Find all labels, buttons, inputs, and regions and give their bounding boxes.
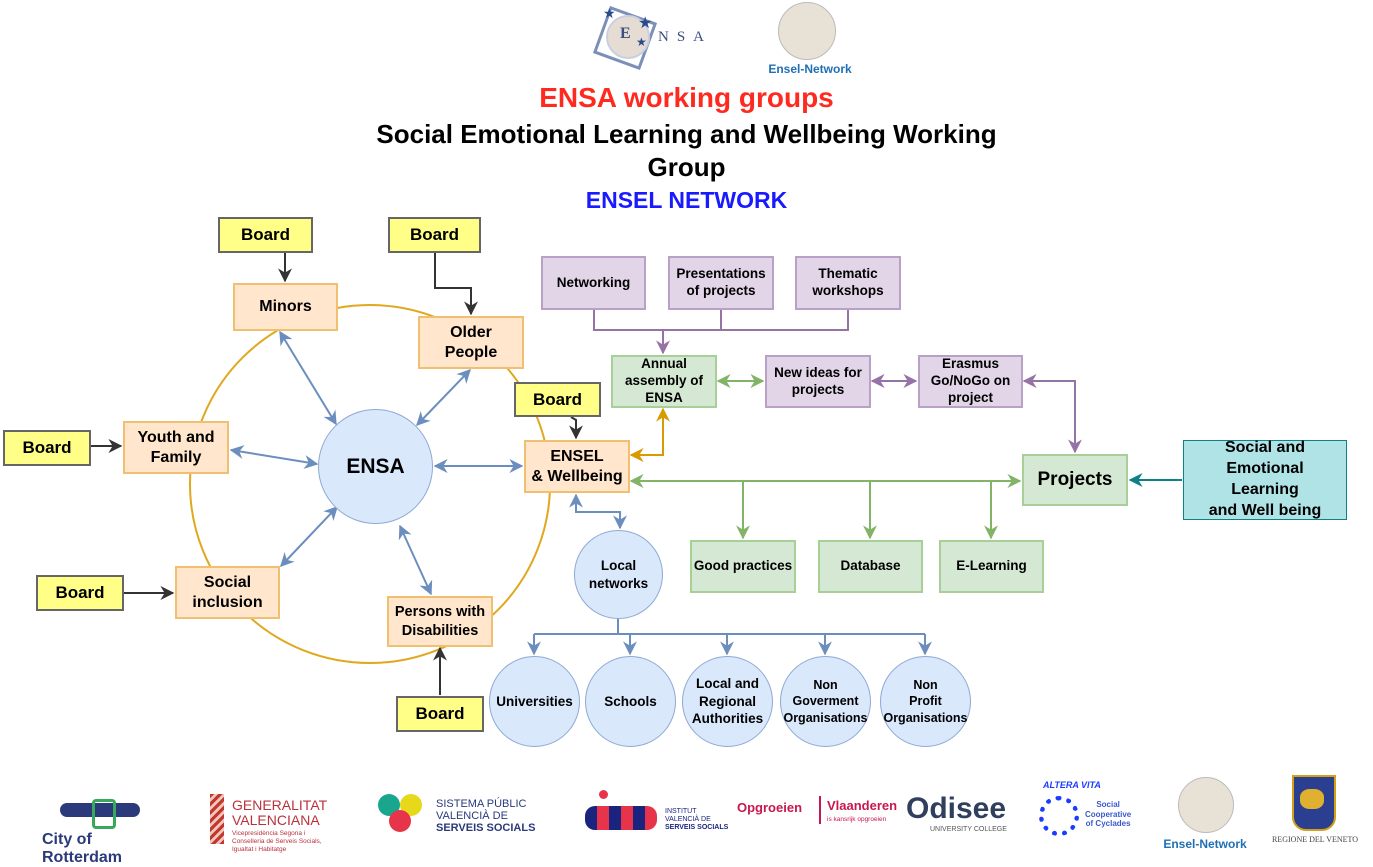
subtitle-line2: Group bbox=[647, 152, 726, 182]
database-box[interactable]: Database bbox=[818, 540, 923, 593]
ensel-logo: Ensel-Network bbox=[768, 0, 852, 78]
projects-box[interactable]: Projects bbox=[1022, 454, 1128, 506]
subtitle-line1: Social Emotional Learning and Wellbeing … bbox=[376, 119, 997, 149]
logo-institut-valencia: INSTITUT VALENCIÀ DE SERVEIS SOCIALS bbox=[585, 790, 730, 840]
logo-regione-veneto: REGIONE DEL VENETO bbox=[1270, 775, 1370, 850]
board-youth[interactable]: Board bbox=[3, 430, 91, 466]
star-icon: ★ bbox=[636, 35, 647, 49]
new-ideas-box[interactable]: New ideas for projects bbox=[765, 355, 871, 408]
logo-ensel-network-footer: Ensel-Network bbox=[1160, 775, 1250, 855]
logo-odisee: Odisee UNIVERSITY COLLEGE bbox=[906, 792, 1007, 833]
ensa-logo: E NSA ★ ★ ★ bbox=[592, 5, 708, 71]
networking-box[interactable]: Networking bbox=[541, 256, 646, 310]
edge-ensa-older bbox=[416, 368, 471, 427]
edge-ensa-persons bbox=[398, 524, 433, 596]
group-youth-family[interactable]: Youth and Family bbox=[123, 421, 229, 474]
board-older-people[interactable]: Board bbox=[388, 217, 481, 253]
edge-ensa-youth bbox=[229, 445, 319, 469]
board-persons[interactable]: Board bbox=[396, 696, 484, 732]
board-minors[interactable]: Board bbox=[218, 217, 313, 253]
network-title: ENSEL NETWORK bbox=[585, 187, 788, 213]
page-title: ENSA working groups bbox=[539, 82, 834, 113]
board-ensel[interactable]: Board bbox=[514, 382, 601, 417]
edge-ensa-social bbox=[280, 505, 338, 568]
edge-ensel-local bbox=[569, 493, 627, 530]
logo-sistema-public: SISTEMA PÚBLIC VALENCIÀ DE SERVEIS SOCIA… bbox=[376, 792, 536, 842]
star-icon: ★ bbox=[603, 5, 616, 21]
member-local-regional-authorities[interactable]: Local and Regional Authorities bbox=[682, 656, 773, 747]
member-ngo[interactable]: Non Goverment Organisations bbox=[780, 656, 871, 747]
member-non-profit[interactable]: Non Profit Organisations bbox=[880, 656, 971, 747]
member-schools[interactable]: Schools bbox=[585, 656, 676, 747]
logo-altera-vita: ALTERA VITA Social Cooperative of Cyclad… bbox=[1035, 780, 1145, 844]
logo-rotterdam: City of Rotterdam bbox=[40, 795, 175, 866]
logo-opgroeien-vlaanderen: Opgroeien Vlaanderen is kansrijk opgroei… bbox=[737, 796, 898, 824]
group-ensel-wellbeing[interactable]: ENSEL & Wellbeing bbox=[524, 440, 630, 493]
edge-ensa-minors bbox=[279, 330, 337, 426]
annual-assembly-box[interactable]: Annual assembly of ENSA bbox=[611, 355, 717, 408]
presentations-box[interactable]: Presentations of projects bbox=[668, 256, 774, 310]
local-networks-node[interactable]: Local networks bbox=[574, 530, 663, 619]
member-universities[interactable]: Universities bbox=[489, 656, 580, 747]
ensa-logo-text: NSA bbox=[658, 29, 713, 45]
sel-box[interactable]: Social and Emotional Learning and Well b… bbox=[1183, 439, 1347, 520]
group-social-inclusion[interactable]: Social inclusion bbox=[175, 566, 280, 619]
erasmus-box[interactable]: Erasmus Go/NoGo on project bbox=[918, 355, 1023, 408]
ensa-node[interactable]: ENSA bbox=[318, 409, 433, 524]
group-minors[interactable]: Minors bbox=[233, 283, 338, 331]
board-social[interactable]: Board bbox=[36, 575, 124, 611]
edge-ensel-annual bbox=[629, 407, 670, 462]
good-practices-box[interactable]: Good practices bbox=[690, 540, 796, 593]
elearning-box[interactable]: E-Learning bbox=[939, 540, 1044, 593]
logo-generalitat: GENERALITAT VALENCIANA Vicepresidència S… bbox=[208, 790, 338, 856]
group-older-people[interactable]: Older People bbox=[418, 316, 524, 369]
thematic-workshops-box[interactable]: Thematic workshops bbox=[795, 256, 901, 310]
star-icon: ★ bbox=[638, 15, 653, 32]
group-persons-disabilities[interactable]: Persons with Disabilities bbox=[387, 596, 493, 647]
